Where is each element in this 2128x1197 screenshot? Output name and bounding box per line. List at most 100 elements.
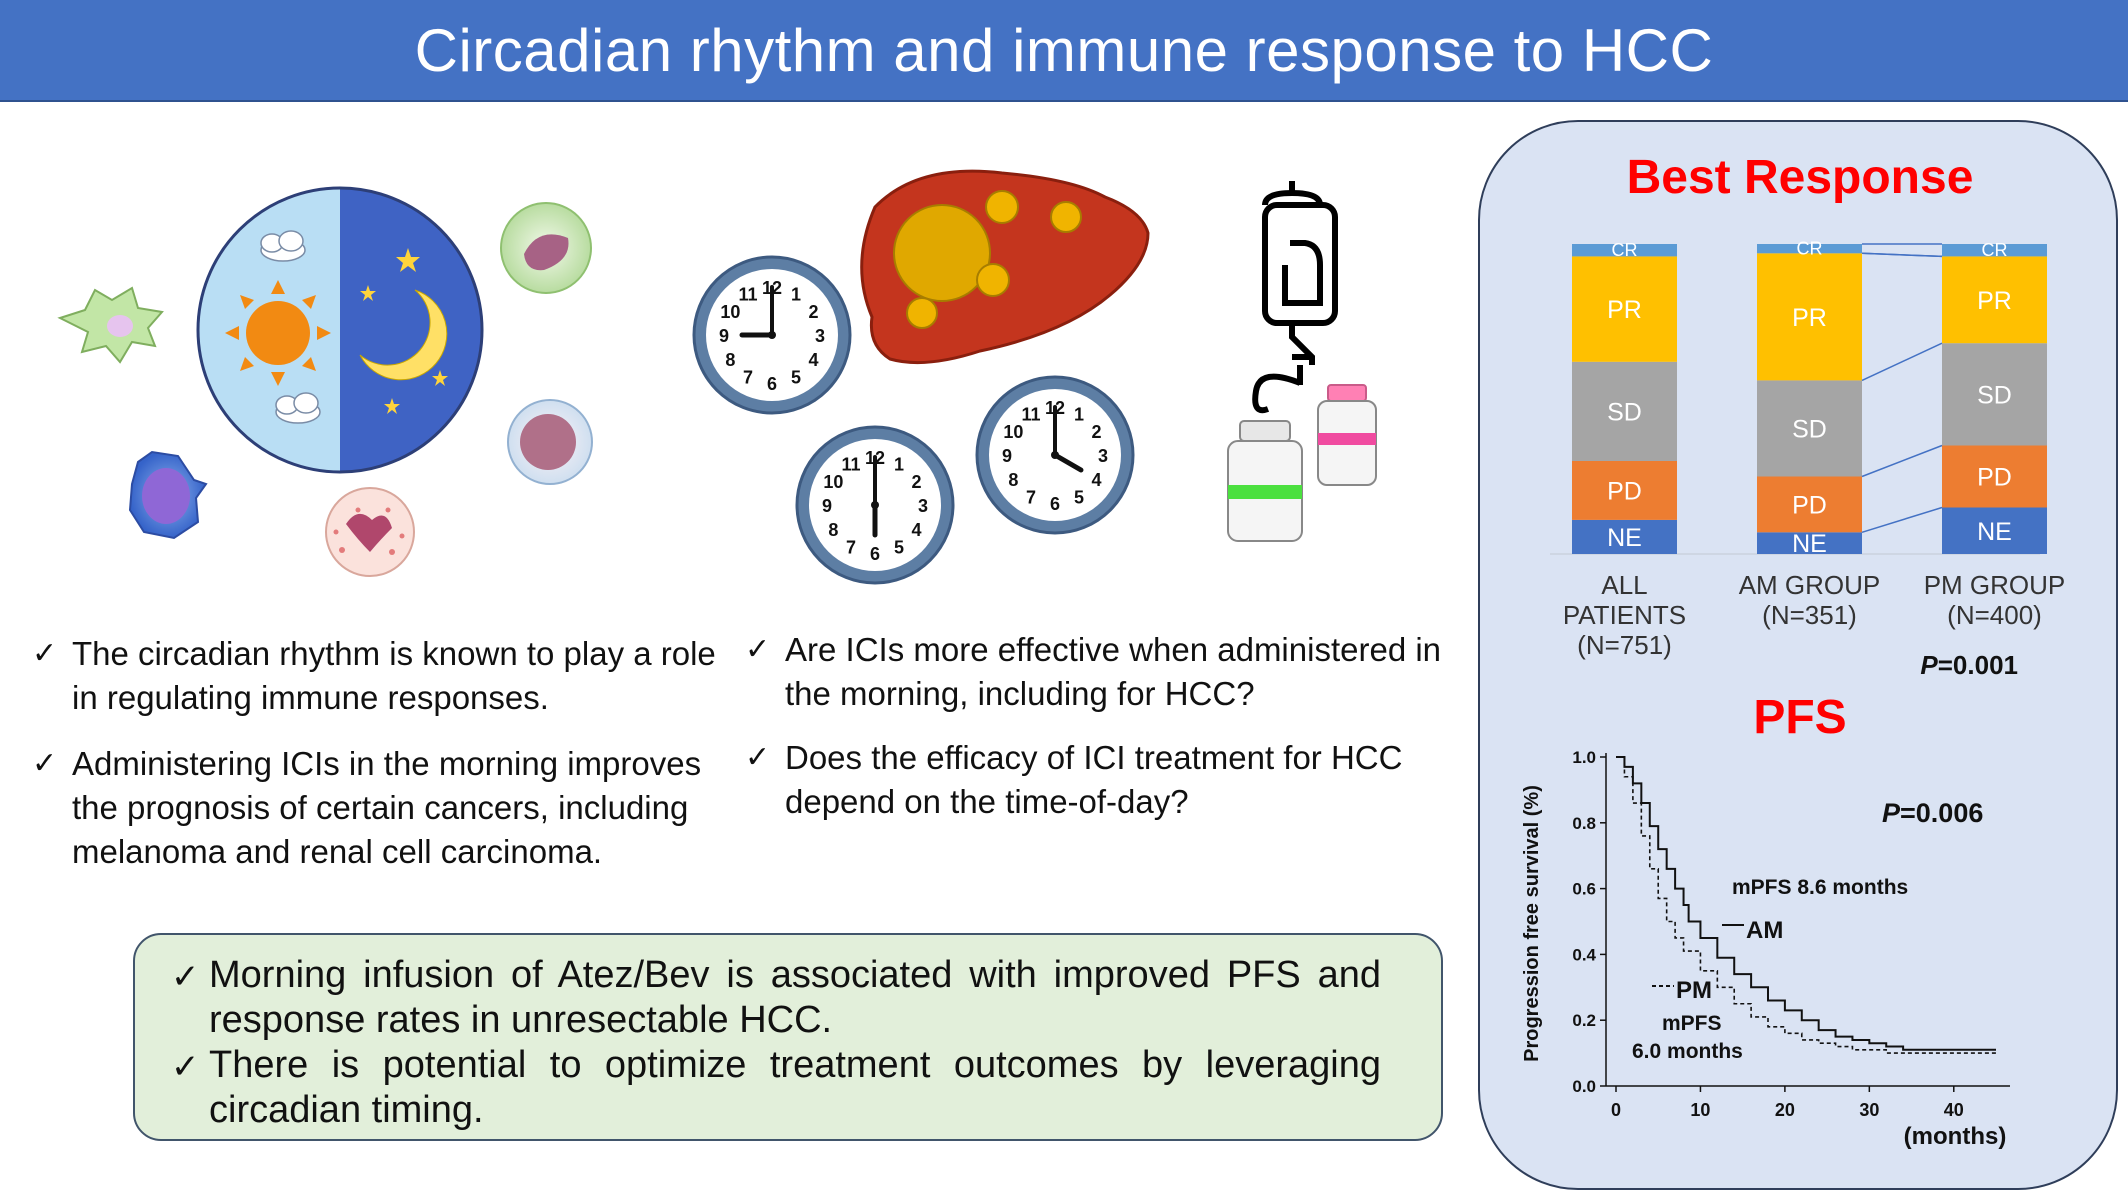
best-response-p-value: P=0.001 — [1920, 650, 2018, 680]
am-legend-label: AM — [1746, 917, 1783, 944]
category-label: AM GROUP — [1739, 570, 1881, 600]
clock-number: 4 — [912, 520, 922, 540]
clock-number: 11 — [1021, 404, 1040, 424]
liver-icon — [860, 169, 1150, 365]
pm-median-label: mPFS — [1662, 1012, 1722, 1035]
y-tick-label: 0.2 — [1572, 1011, 1596, 1030]
check-icon: ✓ — [745, 740, 771, 775]
clock-number: 9 — [719, 326, 729, 346]
clock-number: 6 — [767, 374, 777, 394]
bar-segment-ne — [1942, 507, 2047, 554]
category-label: (N=400) — [1947, 600, 2042, 630]
bar-segment-label: PD — [1792, 491, 1827, 519]
clock-icon: 121234567891011 — [692, 255, 852, 415]
clock-number: 11 — [738, 284, 757, 304]
bullet-item: ✓Administering ICIs in the morning impro… — [32, 742, 732, 874]
clock-number: 4 — [1092, 470, 1102, 490]
vial-icon — [1227, 420, 1303, 542]
bullet-item: ✓The circadian rhythm is known to play a… — [32, 632, 732, 720]
clock-number: 1 — [1074, 404, 1084, 424]
x-tick-label: 0 — [1611, 1100, 1621, 1120]
category-label: ALL — [1601, 570, 1647, 600]
clock-number: 3 — [918, 496, 928, 516]
bar-segment-pd — [1942, 445, 2047, 508]
iv-bag-icon — [1252, 181, 1338, 414]
bar-segment-label: CR — [1982, 240, 2008, 260]
clock-icon: 121234567891011 — [975, 375, 1135, 535]
bar-segment-cr — [1942, 244, 2047, 257]
category-label: (N=751) — [1577, 630, 1672, 660]
pfs-title: PFS — [1753, 691, 1847, 744]
cloud-icon — [275, 392, 321, 424]
clock-number: 6 — [1050, 494, 1060, 514]
bar-segment-label: PD — [1607, 477, 1642, 505]
clock-number: 10 — [720, 302, 740, 322]
y-tick-label: 1.0 — [1572, 748, 1596, 767]
bar-segment-label: PR — [1792, 304, 1827, 332]
bar-segment-label: PR — [1607, 296, 1642, 324]
pm-legend-label: PM — [1676, 977, 1712, 1004]
clock-number: 11 — [841, 454, 860, 474]
bar-segment-ne — [1572, 519, 1677, 554]
circadian-immune-illustration — [57, 186, 593, 577]
bar-segment-pd — [1757, 476, 1862, 533]
clock-number: 1 — [791, 284, 801, 304]
clock-icon: 121234567891011 — [795, 425, 955, 585]
x-tick-label: 30 — [1859, 1100, 1879, 1120]
check-icon: ✓ — [171, 1047, 200, 1087]
vial-icon — [1317, 384, 1377, 486]
x-tick-label: 10 — [1690, 1100, 1710, 1120]
check-icon: ✓ — [745, 632, 771, 667]
am-median-label: mPFS 8.6 months — [1732, 876, 1908, 899]
conclusion-item: ✓There is potential to optimize treatmen… — [171, 1044, 1381, 1131]
dendritic-cell-icon — [128, 450, 208, 540]
clock-number: 5 — [791, 368, 801, 388]
bar-segment-label: NE — [1607, 524, 1642, 552]
bar-segment-pr — [1757, 253, 1862, 381]
bar-segment-cr — [1572, 244, 1677, 257]
macrophage-cell-icon — [57, 286, 164, 364]
best-response-title: Best Response — [1626, 151, 1974, 204]
km-curve-am — [1616, 756, 1996, 1051]
x-tick-label: 40 — [1944, 1100, 1964, 1120]
bar-segment-label: SD — [1977, 381, 2012, 409]
clock-number: 5 — [1074, 488, 1084, 508]
clock-number: 7 — [846, 538, 856, 558]
clock-number: 8 — [725, 350, 735, 370]
page-title: Circadian rhythm and immune response to … — [414, 16, 1714, 84]
lymphocyte-cell-icon — [507, 399, 593, 485]
clock-number: 2 — [1092, 422, 1102, 442]
pm-median-value: 6.0 months — [1632, 1040, 1743, 1063]
bar-segment-label: PR — [1977, 287, 2012, 315]
clock-number: 3 — [1098, 446, 1108, 466]
bullet-item: ✓Does the efficacy of ICI treatment for … — [745, 736, 1445, 824]
category-label: PM GROUP — [1924, 570, 2066, 600]
best-response-chart: NEPDSDPRCRALLPATIENTS(N=751)NEPDSDPRCRAM… — [1550, 239, 2066, 680]
conclusion-item: ✓Morning infusion of Atez/Bev is associa… — [171, 954, 1381, 1041]
bar-segment-pr — [1572, 256, 1677, 362]
bar-segment-label: SD — [1607, 398, 1642, 426]
clock-number: 10 — [1003, 422, 1023, 442]
bar-segment-label: PD — [1977, 464, 2012, 492]
clock-number: 5 — [894, 538, 904, 558]
bar-segment-pr — [1942, 256, 2047, 344]
clock-number: 3 — [815, 326, 825, 346]
bullet-item: ✓Are ICIs more effective when administer… — [745, 628, 1445, 716]
category-label: PATIENTS — [1563, 600, 1686, 630]
bar-segment-ne — [1757, 532, 1862, 554]
x-axis-label: (months) — [1904, 1123, 2007, 1150]
clock-number: 9 — [822, 496, 832, 516]
bar-segment-label: NE — [1792, 530, 1827, 558]
connector-line — [1861, 342, 1943, 382]
bar-segment-sd — [1942, 343, 2047, 446]
question-bullets: ✓Are ICIs more effective when administer… — [745, 628, 1445, 844]
y-tick-label: 0.0 — [1572, 1077, 1596, 1096]
check-icon: ✓ — [32, 746, 58, 781]
background-bullets: ✓The circadian rhythm is known to play a… — [32, 632, 732, 896]
y-tick-label: 0.8 — [1572, 814, 1596, 833]
km-curve-pm — [1616, 756, 1996, 1054]
neutrophil-cell-icon — [325, 487, 415, 577]
category-label: (N=351) — [1762, 600, 1857, 630]
star-icon — [360, 248, 448, 414]
